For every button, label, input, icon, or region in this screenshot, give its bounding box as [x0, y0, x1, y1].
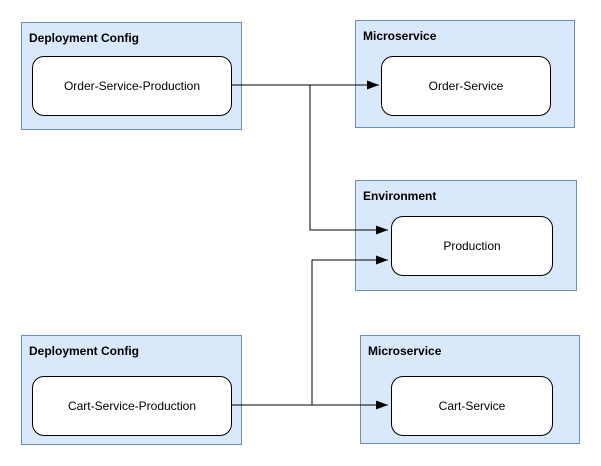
- group-environment[interactable]: Environment Production: [355, 180, 577, 291]
- node-cart-service-production[interactable]: Cart-Service-Production: [32, 376, 232, 436]
- node-label: Cart-Service: [438, 399, 506, 413]
- node-cart-service[interactable]: Cart-Service: [391, 376, 553, 436]
- group-microservice-order[interactable]: Microservice Order-Service: [355, 20, 575, 128]
- node-label: Order-Service: [428, 79, 504, 93]
- group-title: Deployment Config: [29, 31, 139, 45]
- node-production[interactable]: Production: [391, 216, 553, 276]
- node-order-service[interactable]: Order-Service: [381, 56, 551, 116]
- group-title: Environment: [363, 189, 437, 203]
- group-title: Microservice: [363, 29, 437, 43]
- node-label: Production: [443, 239, 501, 253]
- group-deployment-config-order[interactable]: Deployment Config Order-Service-Producti…: [21, 22, 242, 130]
- group-deployment-config-cart[interactable]: Deployment Config Cart-Service-Productio…: [21, 335, 242, 445]
- group-title: Deployment Config: [29, 344, 139, 358]
- node-label: Order-Service-Production: [63, 79, 201, 93]
- group-microservice-cart[interactable]: Microservice Cart-Service: [360, 335, 580, 444]
- group-title: Microservice: [368, 344, 442, 358]
- node-order-service-production[interactable]: Order-Service-Production: [32, 56, 232, 116]
- node-label: Cart-Service-Production: [67, 399, 197, 413]
